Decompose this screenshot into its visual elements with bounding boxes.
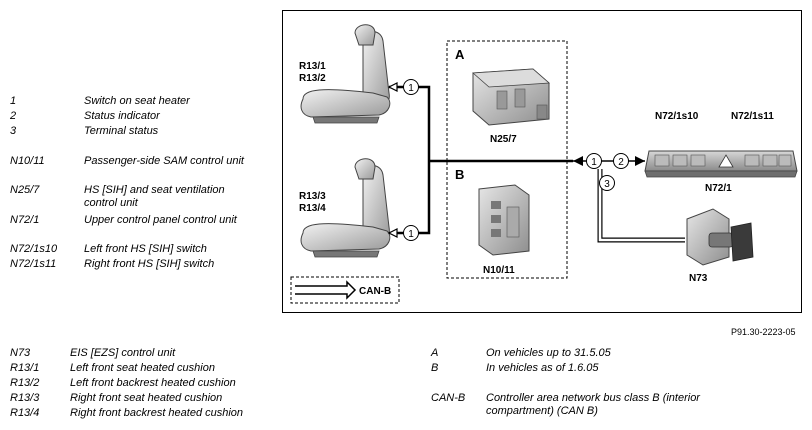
legend-code: 3 <box>10 125 17 137</box>
can-b-key-label: CAN-B <box>359 286 391 297</box>
module-n10-11-icon <box>478 184 530 256</box>
legend-desc: EIS [EZS] control unit <box>70 347 176 359</box>
legend-desc: Switch on seat heater <box>84 95 190 107</box>
legend-code: 1 <box>10 95 17 107</box>
ignition-switch-icon <box>686 208 754 266</box>
arrow-to-seat-top <box>387 82 398 92</box>
legend-code: R13/3 <box>10 392 40 404</box>
legend-desc: Right front backrest heated cushion <box>70 407 244 419</box>
seat-bottom-label-2: R13/4 <box>299 203 326 214</box>
legend-code: CAN-B <box>431 392 466 404</box>
legend-code: B <box>431 362 439 374</box>
legend-row: R13/4 Right front backrest heated cushio… <box>10 407 400 421</box>
legend-row: N72/1s10 Left front HS [SIH] switch <box>10 243 270 257</box>
wiring-diagram: R13/1 R13/2 R13/3 R13/4 A B N25/7 N10/11 <box>282 10 802 313</box>
legend-desc: Left front backrest heated cushion <box>70 377 236 389</box>
signal-circle <box>403 225 419 241</box>
arrow-can-right <box>635 156 645 166</box>
terminal-wire-inner <box>598 169 685 242</box>
signal-label: 3 <box>604 179 610 190</box>
legend-desc: Passenger-side SAM control unit <box>84 155 244 167</box>
legend-row: A On vehicles up to 31.5.05 <box>431 347 801 361</box>
legend-code: N73 <box>10 347 31 359</box>
legend-row: B In vehicles as of 1.6.05 <box>431 362 801 376</box>
legend-row: 2 Status indicator <box>10 110 270 124</box>
legend-code: R13/4 <box>10 407 40 419</box>
diagram-canvas: R13/1 R13/2 R13/3 R13/4 A B N25/7 N10/11 <box>290 24 798 304</box>
legend-row: R13/1 Left front seat heated cushion <box>10 362 400 376</box>
seat-top-icon <box>300 24 391 124</box>
key-icon <box>730 222 754 262</box>
legend-desc: Terminal status <box>84 125 159 137</box>
legend-code: N25/7 <box>10 184 40 196</box>
legend-code: R13/1 <box>10 362 40 374</box>
signal-label: 1 <box>408 229 414 240</box>
legend-code: A <box>431 347 439 359</box>
legend-desc: Left front seat heated cushion <box>70 362 215 374</box>
legend-code: N72/1s10 <box>10 243 58 255</box>
can-b-key-arrow <box>295 280 357 300</box>
arrow-to-seat-bottom <box>387 228 398 238</box>
legend-desc: On vehicles up to 31.5.05 <box>486 347 611 359</box>
legend-desc: Controller area network bus class B (int… <box>486 392 700 417</box>
seat-bottom-icon <box>300 158 391 258</box>
panel-label: N72/1 <box>705 183 732 194</box>
signal-circle <box>599 175 615 191</box>
can-b-key-box <box>290 276 400 304</box>
signal-label: 2 <box>618 157 624 168</box>
legend-code: N72/1s11 <box>10 258 57 270</box>
legend-desc: Right front HS [SIH] switch <box>84 258 215 270</box>
seat-top-label-1: R13/1 <box>299 61 326 72</box>
hazard-icon <box>718 154 734 168</box>
legend-row: 1 Switch on seat heater <box>10 95 270 109</box>
legend-code: 2 <box>10 110 17 122</box>
legend-desc: Status indicator <box>84 110 160 122</box>
legend-row: N72/1 Upper control panel control unit <box>10 214 270 242</box>
control-panel-icon <box>644 150 798 178</box>
legend-row: N72/1s11 Right front HS [SIH] switch <box>10 258 270 272</box>
signal-circle <box>613 153 629 169</box>
legend-row: CAN-B Controller area network bus class … <box>431 392 801 420</box>
variant-a-letter: A <box>455 47 465 62</box>
signal-label: 1 <box>408 83 414 94</box>
legend-row: N10/11 Passenger-side SAM control unit <box>10 155 270 183</box>
legend-desc: Left front HS [SIH] switch <box>84 243 207 255</box>
eis-label: N73 <box>689 273 708 284</box>
legend-row: 3 Terminal status <box>10 125 270 139</box>
module-n25-7-icon <box>472 68 550 126</box>
legend-row: R13/2 Left front backrest heated cushion <box>10 377 400 391</box>
module-a-label: N25/7 <box>490 134 517 145</box>
legend-code: N72/1 <box>10 214 40 226</box>
legend-code: N10/11 <box>10 155 45 167</box>
switch-right-label: N72/1s11 <box>731 111 774 122</box>
legend-code: R13/2 <box>10 377 40 389</box>
legend-row: N25/7 HS [SIH] and seat ventilation cont… <box>10 184 270 212</box>
signal-circle <box>586 153 602 169</box>
legend-row: N73 EIS [EZS] control unit <box>10 347 400 361</box>
legend-desc: Right front seat heated cushion <box>70 392 223 404</box>
variant-b-letter: B <box>455 167 464 182</box>
module-b-label: N10/11 <box>483 265 515 276</box>
seat-top-label-2: R13/2 <box>299 73 326 84</box>
legend-desc: In vehicles as of 1.6.05 <box>486 362 599 374</box>
arrow-can-left <box>573 156 583 166</box>
legend-desc: HS [SIH] and seat ventilation control un… <box>84 184 225 209</box>
legend-desc: Upper control panel control unit <box>84 214 237 226</box>
switch-left-label: N72/1s10 <box>655 111 699 122</box>
seat-wire <box>389 85 431 235</box>
figure-reference: P91.30-2223-05 <box>731 327 796 337</box>
seat-bottom-label-1: R13/3 <box>299 191 326 202</box>
signal-label: 1 <box>591 157 597 168</box>
legend-row: R13/3 Right front seat heated cushion <box>10 392 400 406</box>
signal-circle <box>403 79 419 95</box>
